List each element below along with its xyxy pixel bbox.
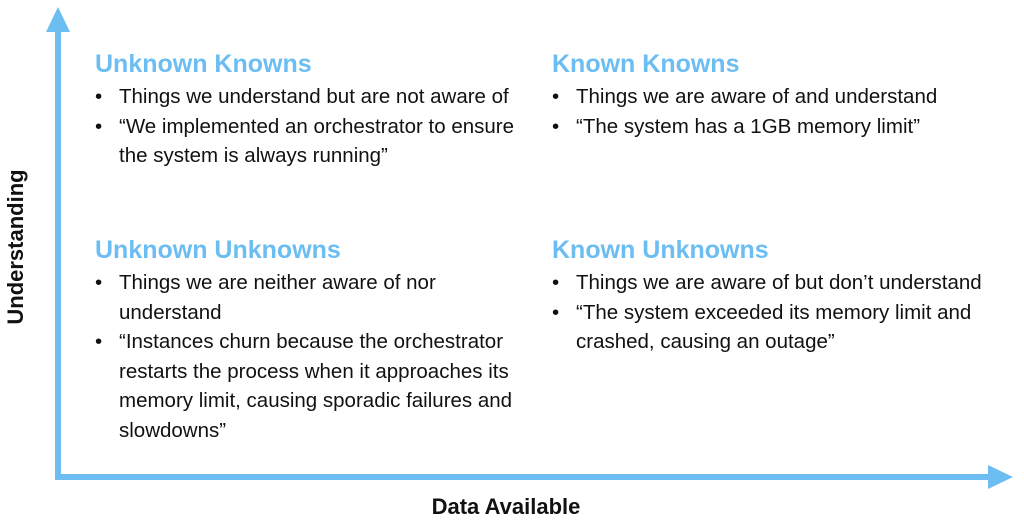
quadrant-title: Unknown Unknowns <box>95 236 341 264</box>
list-item: • Things we are aware of but don’t under… <box>552 268 992 298</box>
quadrant-known-unknowns: Known Unknowns • Things we are aware of … <box>552 234 992 357</box>
quadrant-known-knowns: Known Knowns • Things we are aware of an… <box>552 48 992 141</box>
list-item-text: Things we understand but are not aware o… <box>119 85 509 108</box>
list-item-text: “The system has a 1GB memory limit” <box>576 114 921 138</box>
y-axis-arrowhead <box>46 7 70 32</box>
list-item-text: “The system exceeded its memory limit an… <box>576 300 972 354</box>
list-item: • Things we understand but are not aware… <box>95 82 535 112</box>
bullet-icon: • <box>95 330 103 353</box>
y-axis-label: Understanding <box>3 169 28 325</box>
quadrant-unknown-knowns: Unknown Knowns • Things we understand bu… <box>95 48 535 171</box>
quadrant-list: • Things we are aware of but don’t under… <box>552 268 992 357</box>
bullet-icon: • <box>552 114 560 138</box>
list-item: • Things we are aware of and understand <box>552 82 992 112</box>
list-item-text: Things we are aware of and understand <box>576 85 938 108</box>
quadrant-title: Unknown Knowns <box>95 50 312 78</box>
x-axis-label: Data Available <box>431 494 581 519</box>
quadrant-list: • Things we are aware of and understand … <box>552 82 992 141</box>
quadrant-unknown-unknowns: Unknown Unknowns • Things we are neither… <box>95 234 535 445</box>
list-item: • Things we are neither aware of nor und… <box>95 268 535 327</box>
bullet-icon: • <box>95 114 103 138</box>
quadrant-title: Known Unknowns <box>552 236 769 264</box>
bullet-icon: • <box>95 85 103 108</box>
list-item-text: “Instances churn because the orchestrato… <box>119 330 513 442</box>
list-item: • “The system exceeded its memory limit … <box>552 298 992 357</box>
list-item: • “We implemented an orchestrator to ens… <box>95 112 535 171</box>
bullet-icon: • <box>552 85 560 108</box>
list-item: • “The system has a 1GB memory limit” <box>552 112 992 142</box>
quadrant-list: • Things we are neither aware of nor und… <box>95 268 535 445</box>
list-item: • “Instances churn because the orchestra… <box>95 327 535 445</box>
bullet-icon: • <box>552 300 560 324</box>
x-axis-arrowhead <box>988 465 1013 489</box>
list-item-text: “We implemented an orchestrator to ensur… <box>119 114 515 168</box>
quadrant-list: • Things we understand but are not aware… <box>95 82 535 171</box>
bullet-icon: • <box>95 271 103 294</box>
bullet-icon: • <box>552 271 560 294</box>
list-item-text: Things we are aware of but don’t underst… <box>576 271 982 294</box>
list-item-text: Things we are neither aware of nor under… <box>119 271 436 324</box>
quadrant-title: Known Knowns <box>552 50 740 78</box>
